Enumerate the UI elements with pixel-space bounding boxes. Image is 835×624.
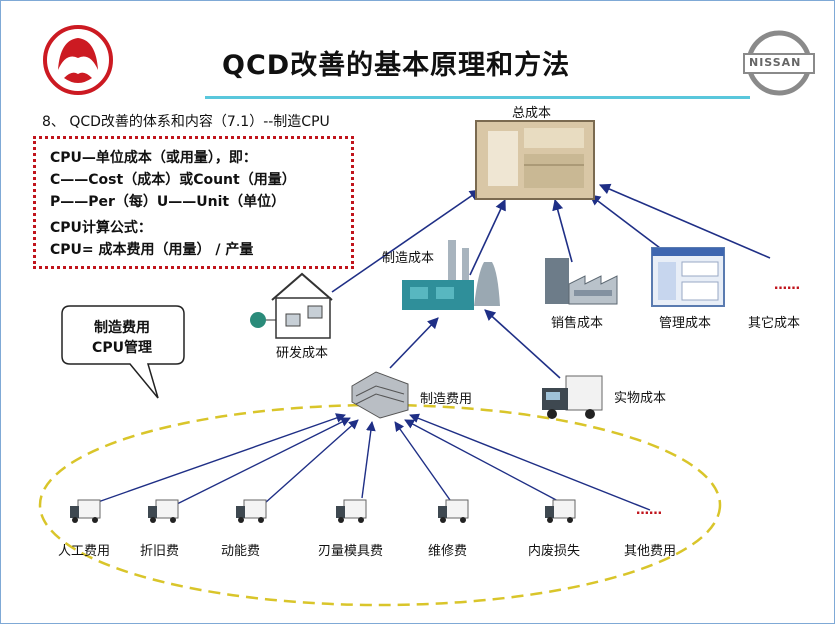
arrow-tooling: [361, 421, 376, 499]
page-title: QCD改善的基本原理和方法: [222, 50, 571, 81]
section-subtitle: 8、 QCD改善的体系和内容（7.1）--制造CPU: [42, 114, 330, 130]
expense-ellipsis: ……: [636, 503, 662, 518]
node-other-cost: 其它成本: [748, 316, 801, 331]
factory-icon: [402, 240, 500, 310]
arrow-rnd-to-total: [331, 189, 481, 293]
speech-bubble: [61, 305, 185, 399]
def-line-5: CPU= 成本费用（用量） / 产量: [50, 242, 254, 258]
expense-item: 刃量模具费: [318, 544, 384, 559]
expense-item: 折旧费: [140, 544, 180, 559]
arrow-mfg-to-total: [469, 198, 506, 276]
dongfeng-logo-icon: [43, 25, 113, 95]
bubble-line-1: 制造费用: [94, 320, 150, 336]
def-line-1: CPU—单位成本（或用量），即：: [50, 150, 257, 166]
def-line-2: C——Cost（成本）或Count（用量）: [50, 172, 296, 188]
nissan-logo-text: NISSAN: [749, 56, 802, 69]
def-line-3: P——Per（每）U——Unit（单位）: [50, 194, 286, 210]
arrow-scrap: [404, 419, 561, 503]
expense-item: 其他费用: [624, 544, 677, 559]
rnd-house-icon: [250, 272, 333, 339]
arrow-material-to-mfg: [484, 309, 561, 379]
node-manufacturing-expense: 制造费用: [420, 392, 473, 407]
arrow-sales-to-total: [552, 198, 573, 263]
sales-building-icon: [545, 258, 618, 305]
node-manufacturing-cost: 制造成本: [382, 251, 435, 266]
node-total-cost: 总成本: [512, 106, 552, 121]
cpu-definition-box: CPU—单位成本（或用量），即： C——Cost（成本）或Count（用量） P…: [33, 136, 354, 269]
title-underline: [205, 96, 750, 99]
other-cost-ellipsis: ……: [774, 278, 800, 293]
arrow-labor: [97, 413, 346, 503]
nissan-logo-icon: [743, 30, 815, 96]
node-material-cost: 实物成本: [614, 391, 667, 406]
def-line-4: CPU计算公式：: [50, 220, 152, 236]
arrow-depreciation: [174, 417, 351, 506]
expense-item: 维修费: [428, 544, 468, 559]
arrow-exp-to-mfg: [389, 317, 439, 369]
node-management-cost: 管理成本: [659, 316, 712, 331]
total-cost-board-icon: [475, 120, 595, 200]
expense-item: 人工费用: [58, 544, 111, 559]
management-screen-icon: [651, 247, 725, 307]
material-truck-icon: [542, 375, 603, 419]
expense-building-icon: [351, 371, 409, 419]
node-rnd-cost: 研发成本: [276, 346, 329, 361]
arrow-maintenance: [394, 421, 451, 501]
arrow-other-to-total: [598, 183, 771, 259]
expense-item: 动能费: [221, 544, 261, 559]
node-sales-cost: 销售成本: [551, 316, 604, 331]
arrow-mgmt-to-total: [589, 194, 661, 249]
bubble-text: 制造费用 CPU管理: [62, 318, 182, 358]
arrow-other-exp: [409, 413, 651, 511]
bubble-line-2: CPU管理: [92, 340, 152, 356]
expense-ellipse: [38, 403, 722, 607]
arrow-energy: [264, 419, 359, 504]
expense-item: 内废损失: [528, 544, 581, 559]
